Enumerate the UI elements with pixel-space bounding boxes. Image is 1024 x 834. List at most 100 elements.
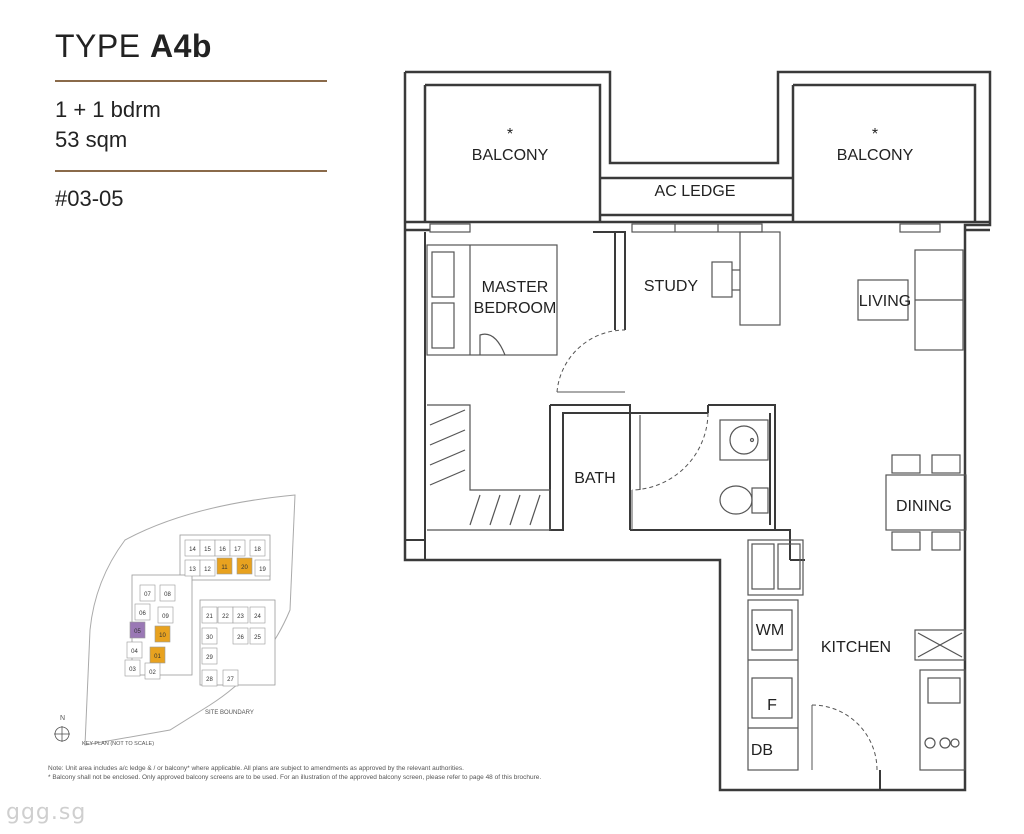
dining-label: DINING — [896, 498, 952, 515]
key-plan-unit-02 — [144, 662, 161, 680]
key-plan-unit-label: 26 — [237, 635, 244, 641]
key-plan-unit-25 — [249, 627, 266, 645]
key-plan-unit-09 — [157, 606, 174, 624]
kitchen-fixtures — [747, 539, 966, 771]
windows — [429, 223, 941, 233]
footnote-line2: * Balcony shall not be enclosed. Only ap… — [48, 774, 542, 781]
interior-walls — [405, 231, 881, 790]
footnotes: Note: Unit area includes a/c ledge & / o… — [48, 764, 541, 782]
key-plan-unit-05 — [129, 621, 146, 639]
key-plan-unit-28 — [201, 669, 218, 687]
key-plan-unit-08 — [159, 584, 176, 602]
study-desk — [711, 231, 781, 326]
key-plan-unit-03 — [124, 659, 141, 677]
exterior-walls — [403, 70, 992, 792]
key-plan-unit-label: 04 — [131, 649, 138, 655]
living-sofa — [857, 249, 964, 351]
key-plan-unit-21 — [201, 606, 218, 624]
key-plan-unit-27 — [222, 669, 239, 687]
key-plan-unit-label: 22 — [222, 614, 229, 620]
key-plan-unit-label: 12 — [204, 567, 211, 573]
key-plan-unit-label: 20 — [241, 565, 248, 571]
type-title: TYPE A4b — [55, 28, 212, 65]
key-plan-unit-label: 21 — [206, 614, 213, 620]
header-rule-bottom — [55, 170, 327, 172]
balcony-left-label: BALCONY — [472, 147, 549, 164]
key-plan-unit-12 — [199, 559, 216, 577]
type-prefix: TYPE — [55, 28, 141, 64]
key-plan-unit-label: 10 — [159, 633, 166, 639]
key-plan-units: 14 15 16 17 18 13 12 11 20 19 07 08 06 09 05 10 04 01 03 02… — [124, 539, 271, 687]
key-plan-unit-label: 29 — [206, 655, 213, 661]
key-plan-unit-18 — [249, 539, 266, 557]
study-label: STUDY — [644, 278, 699, 295]
key-plan-unit-label: 06 — [139, 611, 146, 617]
key-plan-unit-label: 05 — [134, 629, 141, 635]
key-plan-unit-label: 15 — [204, 547, 211, 553]
key-plan-unit-label: 27 — [227, 677, 234, 683]
key-plan: 14 15 16 17 18 13 12 11 20 19 07 08 06 09 05 10 04 01 03 02… — [54, 494, 296, 747]
key-plan-caption: KEY PLAN (NOT TO SCALE) — [82, 741, 154, 747]
key-plan-unit-label: 08 — [164, 592, 171, 598]
key-plan-unit-label: 17 — [234, 547, 241, 553]
key-plan-unit-19 — [254, 559, 271, 577]
bed-furniture — [426, 244, 558, 356]
key-plan-unit-label: 23 — [237, 614, 244, 620]
key-plan-unit-label: 25 — [254, 635, 261, 641]
key-plan-unit-23 — [232, 606, 249, 624]
balcony-right-mark: * — [872, 126, 878, 143]
door-leaves — [557, 391, 813, 770]
db-label: DB — [751, 742, 773, 759]
balcony-right-label: BALCONY — [837, 147, 914, 164]
type-code: A4b — [149, 28, 212, 64]
key-plan-unit-label: 28 — [206, 677, 213, 683]
dining-set — [885, 454, 967, 551]
key-plan-unit-label: 11 — [221, 565, 228, 571]
fridge-label: F — [767, 697, 777, 714]
wardrobe — [427, 404, 551, 531]
site-boundary-label: SITE BOUNDARY — [205, 710, 254, 716]
key-plan-unit-label: 14 — [189, 547, 196, 553]
watermark: ggg.sg — [6, 800, 87, 825]
key-plan-unit-11 — [216, 557, 233, 575]
key-plan-unit-07 — [139, 584, 156, 602]
door-swings — [556, 329, 878, 771]
key-plan-unit-label: 01 — [154, 654, 161, 660]
key-plan-unit-24 — [249, 606, 266, 624]
key-plan-unit-label: 16 — [219, 547, 226, 553]
footnote-line1: Note: Unit area includes a/c ledge & / o… — [48, 765, 464, 772]
key-plan-unit-label: 07 — [144, 592, 151, 598]
wm-label: WM — [756, 622, 784, 639]
balcony-left-mark: * — [507, 126, 513, 143]
key-plan-unit-10 — [154, 625, 171, 643]
living-label: LIVING — [859, 293, 911, 310]
bedroom-count: 1 + 1 bdrm — [55, 97, 161, 122]
north-label: N — [60, 715, 65, 722]
key-plan-unit-label: 09 — [162, 614, 169, 620]
key-plan-unit-label: 13 — [189, 567, 196, 573]
key-plan-unit-06 — [134, 603, 151, 621]
key-plan-unit-20 — [236, 557, 253, 575]
key-plan-unit-30 — [201, 627, 218, 645]
key-plan-labels: SITE BOUNDARY KEY PLAN (NOT TO SCALE) N — [54, 710, 254, 747]
key-plan-unit-29 — [201, 647, 218, 665]
bath-fixtures — [639, 415, 769, 515]
master-bedroom-label-line1: MASTER — [482, 279, 549, 296]
key-plan-unit-label: 30 — [206, 635, 213, 641]
key-plan-unit-04 — [126, 641, 143, 659]
master-bedroom-label-line2: BEDROOM — [474, 300, 557, 317]
key-plan-unit-label: 18 — [254, 547, 261, 553]
header-rule-top — [55, 80, 327, 82]
unit-number: #03-05 — [55, 186, 124, 211]
key-plan-unit-label: 24 — [254, 614, 261, 620]
kitchen-label: KITCHEN — [821, 639, 891, 656]
bath-label: BATH — [574, 470, 615, 487]
ac-ledge-label: AC LEDGE — [655, 183, 736, 200]
key-plan-unit-label: 03 — [129, 667, 136, 673]
key-plan-unit-17 — [229, 539, 246, 557]
key-plan-unit-label: 19 — [259, 567, 266, 573]
unit-area: 53 sqm — [55, 127, 128, 152]
key-plan-unit-26 — [232, 627, 249, 645]
key-plan-unit-label: 02 — [149, 670, 156, 676]
